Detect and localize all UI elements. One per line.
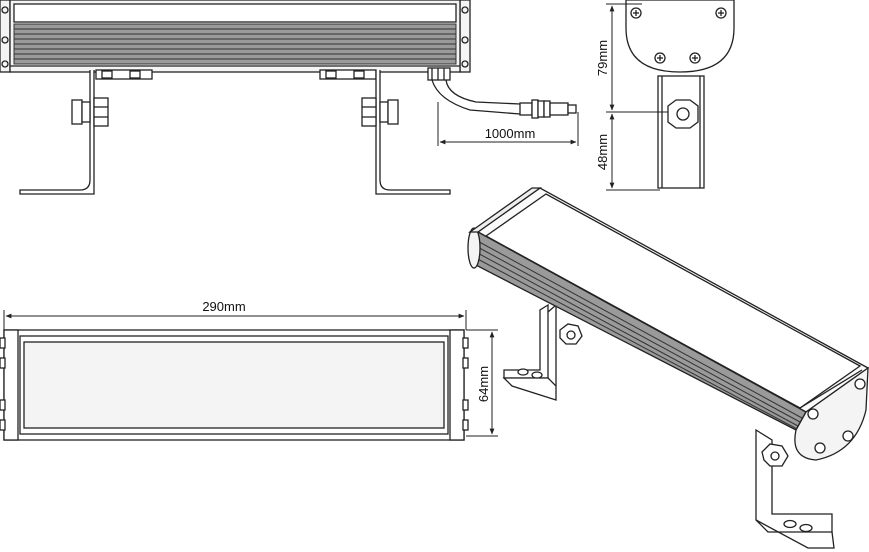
height-lower-label: 48mm	[595, 134, 610, 170]
cable-connector	[519, 99, 577, 119]
cable-length-label: 1000mm	[485, 126, 536, 141]
front-view	[0, 0, 577, 195]
top-view	[0, 329, 469, 441]
iso-housing	[467, 187, 869, 461]
left-clamp	[95, 69, 153, 80]
side-bracket	[657, 75, 705, 189]
width-label: 64mm	[476, 366, 491, 402]
iso-left-bracket	[502, 303, 583, 401]
power-cable	[431, 79, 521, 115]
cable-length-dimension	[437, 102, 579, 146]
left-bracket-leg	[19, 70, 95, 195]
isometric-view	[467, 187, 869, 549]
top-left-endcap	[3, 329, 19, 441]
side-endcap	[625, 0, 735, 73]
side-view	[625, 0, 735, 189]
length-label: 290mm	[202, 299, 245, 314]
height-upper-label: 79mm	[595, 40, 610, 76]
top-right-endcap	[449, 329, 465, 441]
length-dimension	[3, 310, 467, 330]
cable-gland	[427, 67, 451, 81]
right-bracket-leg	[375, 70, 451, 195]
iso-right-bracket	[755, 428, 835, 549]
height-dimensions	[606, 3, 668, 191]
heat-sink-fins	[13, 23, 457, 65]
width-dimension	[466, 329, 498, 437]
